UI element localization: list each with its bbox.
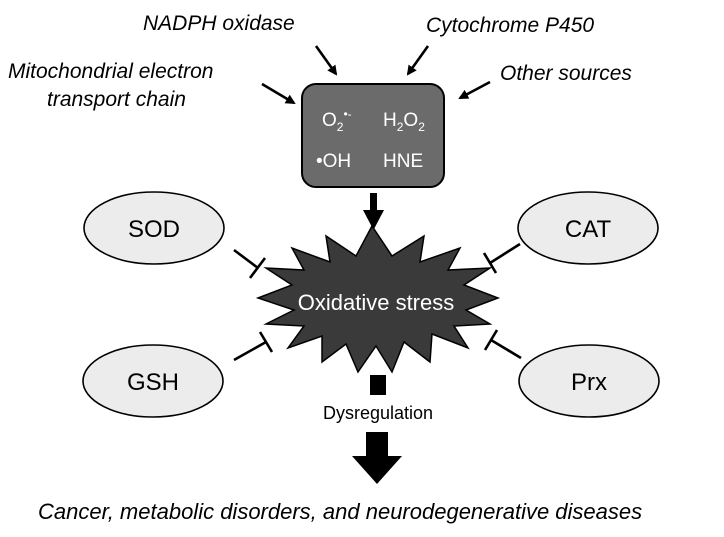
label-prx: Prx	[571, 369, 607, 396]
arrow-p450	[406, 45, 430, 76]
label-cat: CAT	[565, 216, 612, 243]
arrow-other	[458, 80, 491, 100]
arrow-ros-to-stress-head	[363, 210, 384, 230]
arrow-outcome-head	[352, 456, 402, 484]
ellipse-cat	[517, 191, 659, 265]
source-other: Other sources	[500, 62, 632, 85]
inhibit-prx	[483, 329, 522, 360]
ellipse-prx	[518, 344, 660, 418]
source-mito-line1: Mitochondrial electron	[8, 60, 213, 83]
label-oxidative-stress: Oxidative stress	[298, 290, 455, 315]
source-mito-line2: transport chain	[47, 88, 186, 111]
dysregulation-bar	[370, 375, 386, 395]
label-dysregulation: Dysregulation	[323, 403, 433, 423]
inhibit-sod	[233, 248, 267, 279]
source-nadph-oxidase: NADPH oxidase	[143, 12, 295, 35]
ellipse-gsh	[82, 344, 224, 418]
arrow-ros-to-stress-shaft	[370, 193, 377, 211]
arrow-outcome-shaft	[366, 432, 388, 456]
label-sod: SOD	[128, 216, 180, 243]
ros-box	[301, 83, 445, 188]
label-outcome: Cancer, metabolic disorders, and neurode…	[38, 499, 642, 524]
oxidative-stress-burst	[255, 224, 501, 374]
ros-hydroxyl: •OH	[316, 151, 351, 172]
label-gsh: GSH	[127, 369, 179, 396]
ros-hne: HNE	[383, 151, 423, 172]
inhibit-cat	[482, 242, 521, 274]
ros-hydrogen-peroxide: H2O2	[383, 110, 425, 134]
arrow-mito	[261, 82, 296, 105]
ros-superoxide: O2•-	[322, 107, 352, 134]
source-cytochrome-p450: Cytochrome P450	[426, 14, 594, 37]
ellipse-sod	[83, 191, 225, 265]
arrow-nadph	[314, 45, 338, 76]
inhibit-gsh	[233, 331, 274, 362]
